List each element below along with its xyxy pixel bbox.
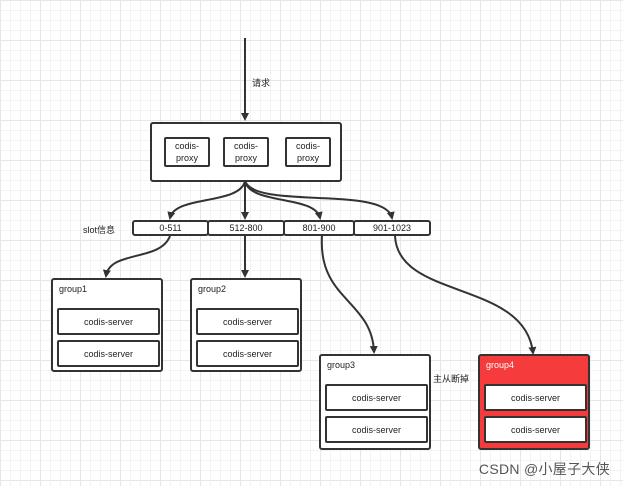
proxy-container: codis-proxy codis-proxy codis-proxy <box>150 122 342 182</box>
group1-box: group1 codis-server codis-server <box>51 278 163 372</box>
codis-server: codis-server <box>325 416 428 443</box>
slot-info-label: slot信息 <box>83 225 116 235</box>
group3-box: group3 codis-server codis-server <box>319 354 431 450</box>
slot-range-3: 901-1023 <box>353 220 431 236</box>
slot-range-1: 512-800 <box>207 220 285 236</box>
group-title: group1 <box>59 284 88 294</box>
codis-server: codis-server <box>325 384 428 411</box>
proxy-to-slot-801-900 <box>244 180 323 220</box>
codis-server: codis-server <box>196 340 299 367</box>
proxy-to-slot-0-511 <box>167 180 246 220</box>
slot-801-900-to-group3 <box>320 235 378 354</box>
watermark: CSDN @小屋子大侠 <box>478 461 610 477</box>
codis-server: codis-server <box>196 308 299 335</box>
group-title: group3 <box>327 360 356 370</box>
codis-server: codis-server <box>484 384 587 411</box>
slot-range-0: 0-511 <box>132 220 209 236</box>
group4-box: group4 codis-server codis-server <box>478 354 590 450</box>
slot-0-511-to-group1 <box>102 235 171 278</box>
codis-proxy-3: codis-proxy <box>285 137 331 167</box>
codis-proxy-2: codis-proxy <box>223 137 269 167</box>
codis-server: codis-server <box>57 308 160 335</box>
slot-901-1023-to-group4 <box>394 235 537 355</box>
codis-server: codis-server <box>57 340 160 367</box>
group-title: group2 <box>198 284 227 294</box>
failover-label: 主从断掉 <box>433 374 470 384</box>
codis-proxy-1: codis-proxy <box>164 137 210 167</box>
request-label: 请求 <box>252 78 271 88</box>
proxy-to-slot-901-1023 <box>244 180 395 220</box>
group-title: group4 <box>486 360 515 370</box>
codis-server: codis-server <box>484 416 587 443</box>
slot-range-2: 801-900 <box>283 220 355 236</box>
group2-box: group2 codis-server codis-server <box>190 278 302 372</box>
